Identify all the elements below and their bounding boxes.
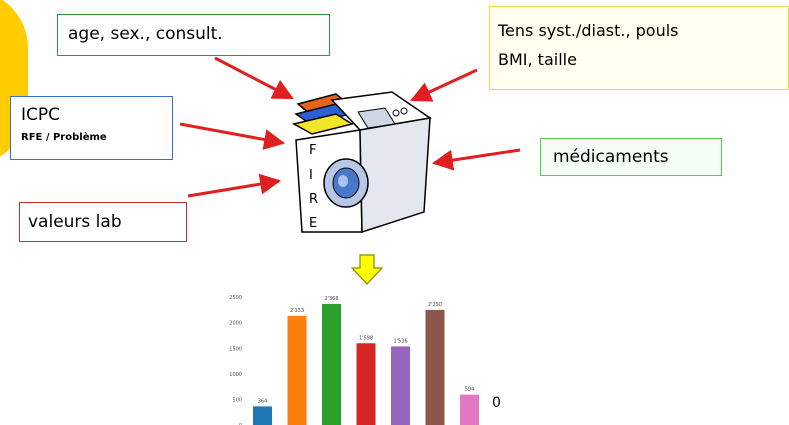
icpc-title: ICPC [21, 105, 61, 125]
y-tick-label: 2500 [229, 295, 242, 301]
bar-value-label: 2'133 [290, 308, 304, 314]
bar [391, 346, 410, 425]
y-tick-label: 1500 [229, 346, 242, 352]
arrow-icpc [179, 122, 286, 150]
arrow-age [214, 56, 294, 100]
fire-letter-i: I [309, 168, 313, 183]
zero-label: 0 [492, 395, 501, 411]
bar [356, 343, 376, 425]
label-age-sex-consult: age, sex., consult. [57, 14, 330, 56]
y-tick-label: 2000 [229, 321, 242, 327]
bar-value-label: 1'536 [393, 338, 407, 344]
bar-value-label: 594 [465, 387, 475, 393]
washing-machine-icon [291, 91, 432, 234]
fire-letter-r: R [309, 192, 319, 207]
bar-value-label: 1'598 [359, 335, 373, 341]
y-tick-label: 0 [239, 423, 242, 425]
bar [287, 315, 307, 425]
bar [322, 303, 341, 425]
y-tick-label: 500 [232, 397, 242, 403]
bar-value-label: 2'250 [428, 302, 442, 308]
bar [460, 394, 479, 425]
arrow-lab [187, 173, 282, 198]
icpc-subtitle: RFE / Problème [21, 132, 107, 143]
vitals-line-2: BMI, taille [498, 50, 577, 69]
label-vitals: Tens syst./diast., pouls BMI, taille [489, 6, 789, 90]
bar [425, 309, 445, 425]
down-arrow-icon [350, 254, 384, 285]
bar-value-label: 364 [258, 398, 268, 404]
bar [253, 406, 272, 425]
bar-value-label: 2'366 [324, 296, 338, 302]
arrow-tens [410, 68, 478, 102]
fire-letter-e: E [309, 216, 318, 231]
lab-text: valeurs lab [28, 212, 122, 232]
fire-letter-f: F [309, 143, 317, 158]
arrow-med [431, 148, 521, 171]
label-lab-values: valeurs lab [19, 202, 187, 242]
vitals-line-1: Tens syst./diast., pouls [498, 21, 679, 40]
y-tick-label: 1000 [229, 372, 242, 378]
med-text: médicaments [553, 147, 669, 167]
bar-chart: 0 500 1000 1500 2000 2500 364 2'133 2'366 1'598 1'… [229, 295, 479, 425]
age-text: age, sex., consult. [68, 24, 223, 44]
label-icpc: ICPC RFE / Problème [10, 96, 173, 160]
label-medications: médicaments [540, 138, 722, 176]
